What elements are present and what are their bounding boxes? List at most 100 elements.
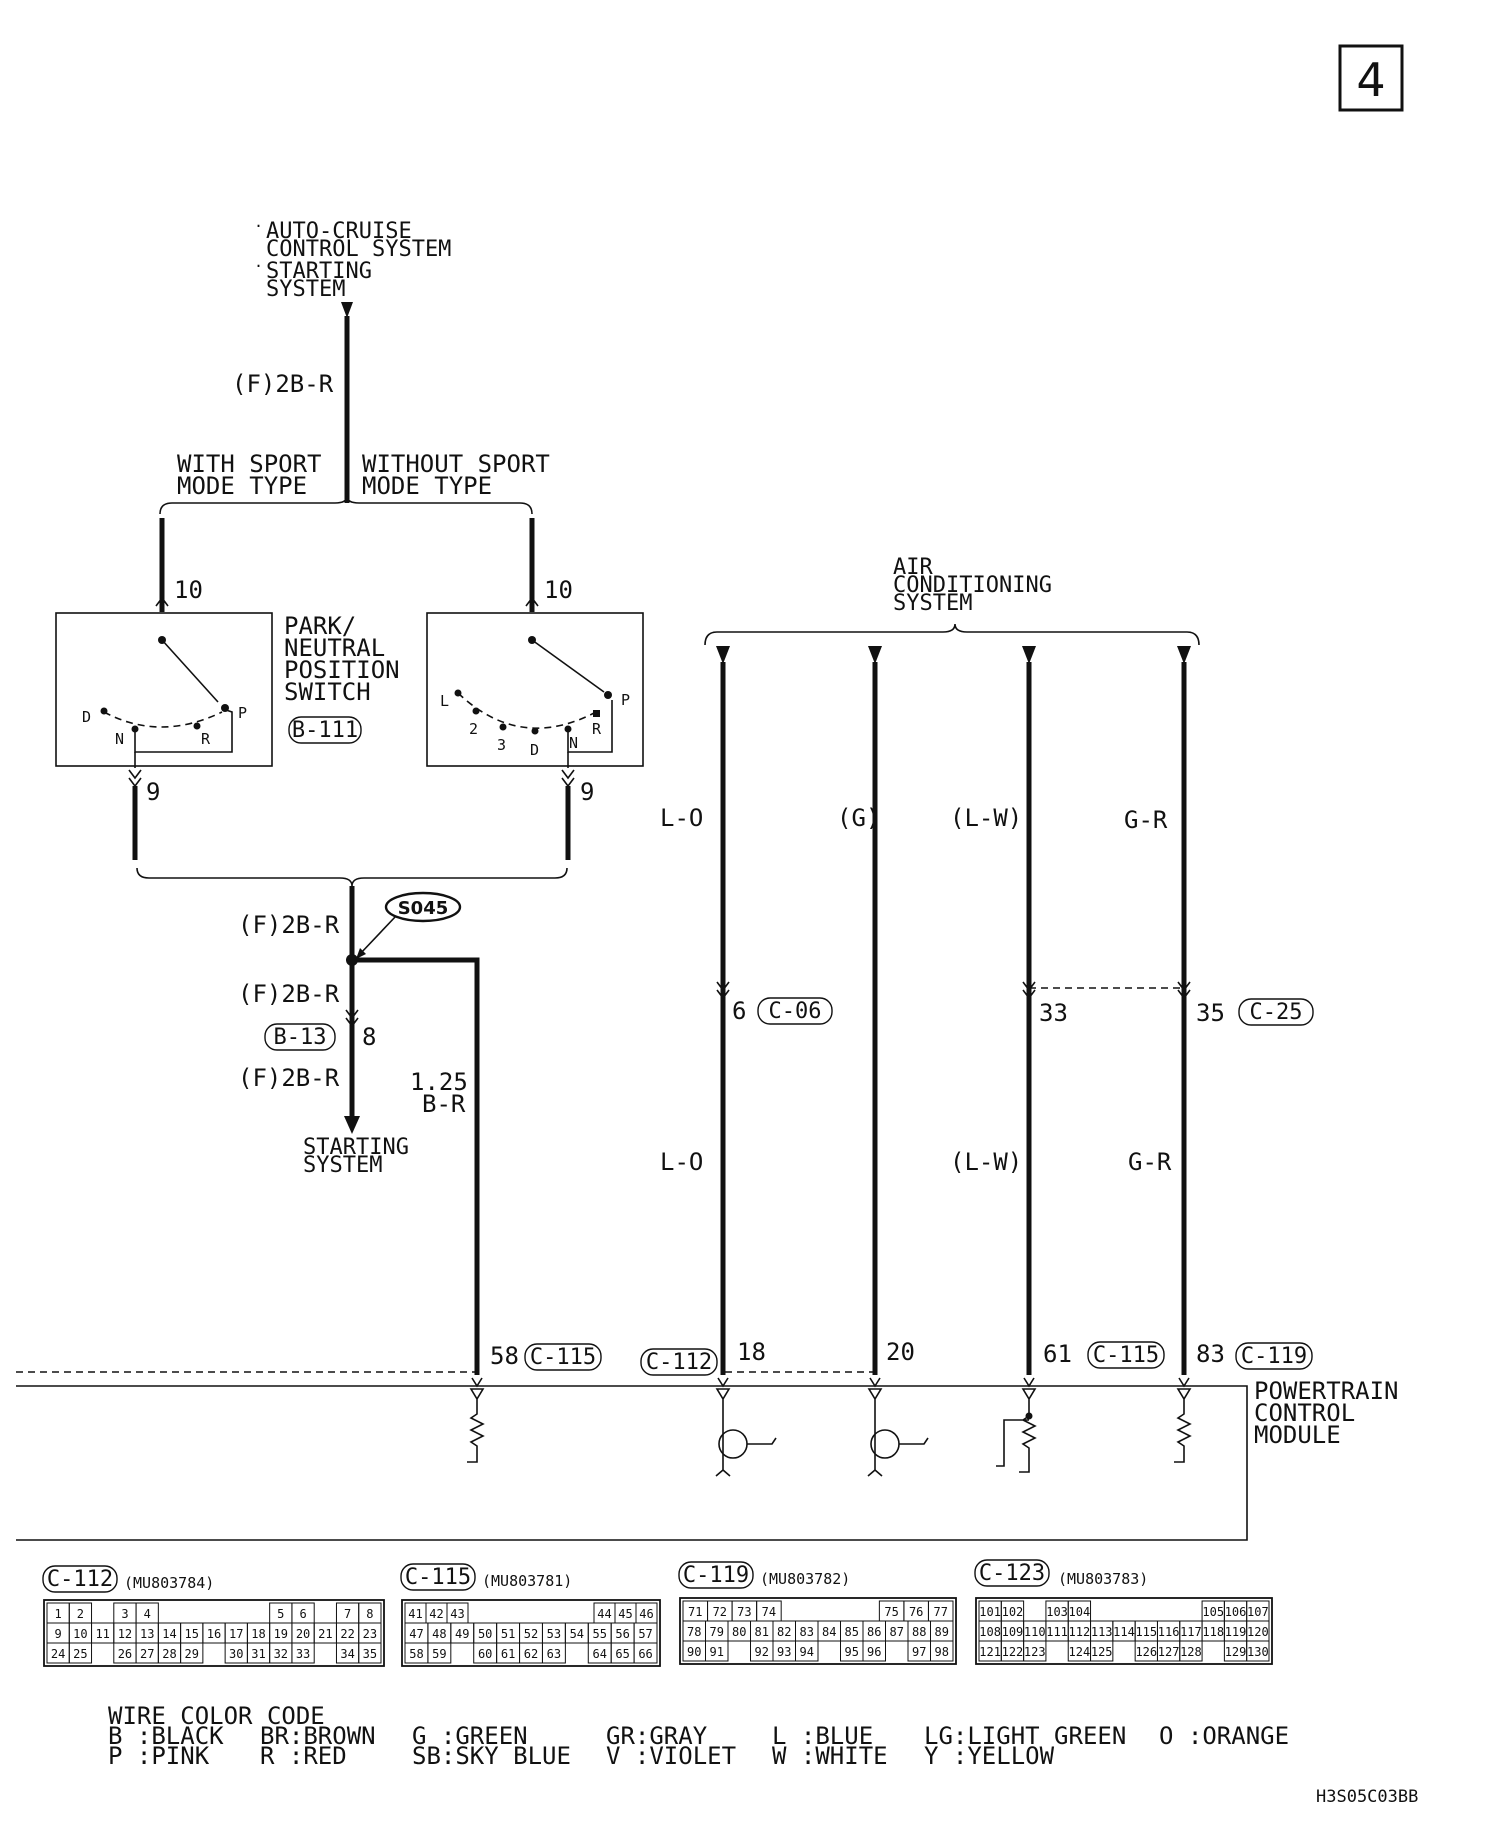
left-pos-p: P (238, 704, 247, 722)
pin-number: 15 (185, 1627, 199, 1641)
pin-cell (1090, 1640, 1114, 1662)
left-pin9-mark (128, 769, 142, 788)
pcm-c115b: C-115 (1093, 1343, 1159, 1368)
pin6-mark (716, 981, 730, 1000)
c123-name: C-123 (979, 1561, 1045, 1586)
right-pos-2: 2 (469, 720, 478, 738)
pin-number: 21 (318, 1627, 332, 1641)
pin-number: 48 (432, 1627, 446, 1641)
switch-connector-box (288, 716, 362, 744)
pin-number: 126 (1135, 1645, 1157, 1659)
starting-label-top: STARTING (266, 259, 372, 284)
ac-system-1: AIR (893, 555, 933, 580)
pin-number: 3 (121, 1607, 128, 1621)
pin-number: 63 (547, 1647, 561, 1661)
pin-number: 97 (912, 1645, 926, 1659)
pin-number: 47 (409, 1627, 423, 1641)
pin-number: 107 (1247, 1605, 1269, 1619)
left-switch-arc (103, 711, 223, 728)
pcm-pin-61: 61 (1043, 1340, 1072, 1368)
pin-33: 33 (1039, 999, 1068, 1027)
pin-number: 42 (429, 1607, 443, 1621)
pin-cell (358, 1642, 382, 1664)
pin-number: 61 (501, 1647, 515, 1661)
pin-number: 75 (884, 1605, 898, 1619)
pin-number: 49 (455, 1627, 469, 1641)
pin-number: 31 (251, 1647, 265, 1661)
pin-number: 62 (524, 1647, 538, 1661)
top-brace (159, 495, 533, 515)
right-switch-contact (531, 639, 605, 693)
pin-number: 125 (1091, 1645, 1113, 1659)
pin-number: 98 (935, 1645, 949, 1659)
left-switch-internal-wire (134, 709, 233, 753)
ac-arrow-1 (716, 646, 730, 664)
right-switch-arc (457, 692, 597, 729)
pin-number: 8 (366, 1607, 373, 1621)
pin-number: 121 (979, 1645, 1001, 1659)
pin-number: 23 (363, 1627, 377, 1641)
pin-number: 83 (800, 1625, 814, 1639)
pcm-c115a: C-115 (530, 1345, 596, 1370)
ac-wire-2-label-top: (G) (837, 804, 880, 832)
ac-arrow-4 (1177, 646, 1191, 664)
pin-number: 114 (1113, 1625, 1135, 1639)
pcm-terminal-20 (867, 1377, 929, 1477)
pin-cell (633, 1642, 658, 1664)
page-number-box (1338, 44, 1404, 112)
pin-number: 130 (1247, 1645, 1269, 1659)
splice-pointer-head (356, 948, 366, 959)
ac-brace (704, 623, 1200, 646)
right-switch-p-dot (604, 691, 612, 699)
pin-number: 112 (1069, 1625, 1091, 1639)
pcm-terminal-58 (467, 1377, 485, 1463)
right-switch-3-dot (499, 723, 507, 731)
left-pos-d: D (82, 708, 91, 726)
c25-connector: C-25 (1250, 1000, 1303, 1025)
pin-cell (1246, 1640, 1270, 1662)
pin-number: 30 (229, 1647, 243, 1661)
ac-wire-4-label-top: G-R (1124, 806, 1168, 834)
pin-number: 24 (51, 1647, 65, 1661)
pin-number: 102 (1002, 1605, 1024, 1619)
pcm-pin-18: 18 (737, 1338, 766, 1366)
pin-number: 124 (1069, 1645, 1091, 1659)
wire-125-a: 1.25 (410, 1068, 468, 1096)
pin-number: 109 (1002, 1625, 1024, 1639)
ac-wire-1-label-top: L-O (660, 804, 703, 832)
pin-number: 117 (1180, 1625, 1202, 1639)
splice-wire-label-2: (F)2B-R (238, 980, 340, 1008)
pin-number: 14 (162, 1627, 176, 1641)
pin33-mark (1022, 981, 1036, 1000)
pin-number: 89 (935, 1625, 949, 1639)
wire-color-title: WIRE COLOR CODE (108, 1702, 325, 1730)
pin-35: 35 (1196, 999, 1225, 1027)
top-wire-label: (F)2B-R (232, 370, 334, 398)
c123-part: (MU803783) (1058, 1570, 1148, 1588)
left-pin10-mark (155, 596, 169, 607)
pin-number: 88 (912, 1625, 926, 1639)
right-switch-internal-wire (567, 700, 613, 753)
pin-number: 111 (1046, 1625, 1068, 1639)
switch-name-3: POSITION (284, 656, 400, 684)
bullet-2: · (254, 257, 263, 275)
wcc-o: O :ORANGE (1159, 1722, 1289, 1750)
pin-number: 19 (274, 1627, 288, 1641)
pin-number: 13 (140, 1627, 154, 1641)
right-pin10-mark (525, 596, 539, 607)
pin-number: 91 (710, 1645, 724, 1659)
pin-cell (930, 1640, 954, 1662)
wcc-br: BR:BROWN (260, 1722, 376, 1750)
connector-outline (401, 1599, 661, 1667)
pin-number: 18 (251, 1627, 265, 1641)
b13-connector-box (264, 1023, 336, 1051)
pin-number: 44 (597, 1607, 611, 1621)
pin-number: 113 (1091, 1625, 1113, 1639)
